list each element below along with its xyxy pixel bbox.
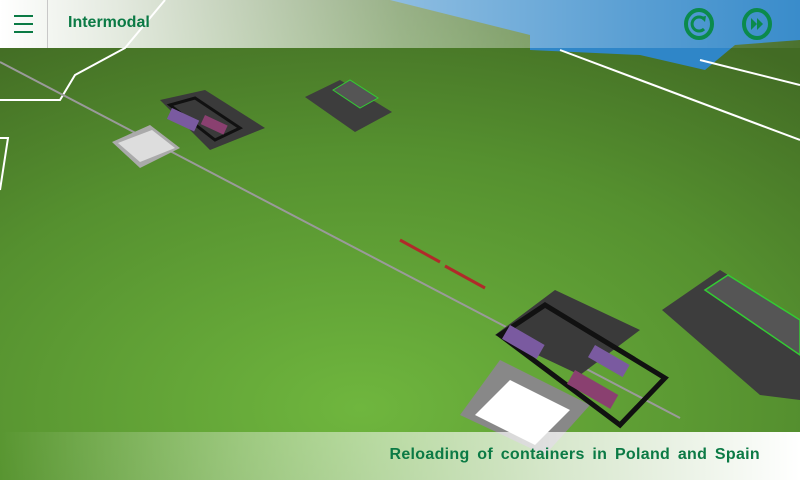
terminal-poland [112, 90, 265, 168]
warehouse-top [305, 79, 392, 132]
menu-button[interactable] [0, 0, 48, 48]
hamburger-menu-icon [14, 23, 33, 25]
warehouse-right [662, 270, 800, 400]
hamburger-menu-icon [14, 15, 33, 17]
top-bar: Intermodal [0, 0, 800, 48]
train-2 [444, 264, 486, 290]
restart-button[interactable] [683, 8, 715, 40]
terminal-spain [460, 290, 669, 455]
train-1 [399, 238, 441, 264]
scene-caption: Reloading of containers in Poland and Sp… [389, 446, 760, 463]
bottom-bar: Reloading of containers in Poland and Sp… [0, 432, 800, 480]
hamburger-menu-icon [14, 31, 33, 33]
app-title: Intermodal [68, 14, 150, 31]
restart-icon [684, 8, 714, 40]
fast-forward-icon [742, 8, 772, 40]
fast-forward-button[interactable] [741, 8, 773, 40]
